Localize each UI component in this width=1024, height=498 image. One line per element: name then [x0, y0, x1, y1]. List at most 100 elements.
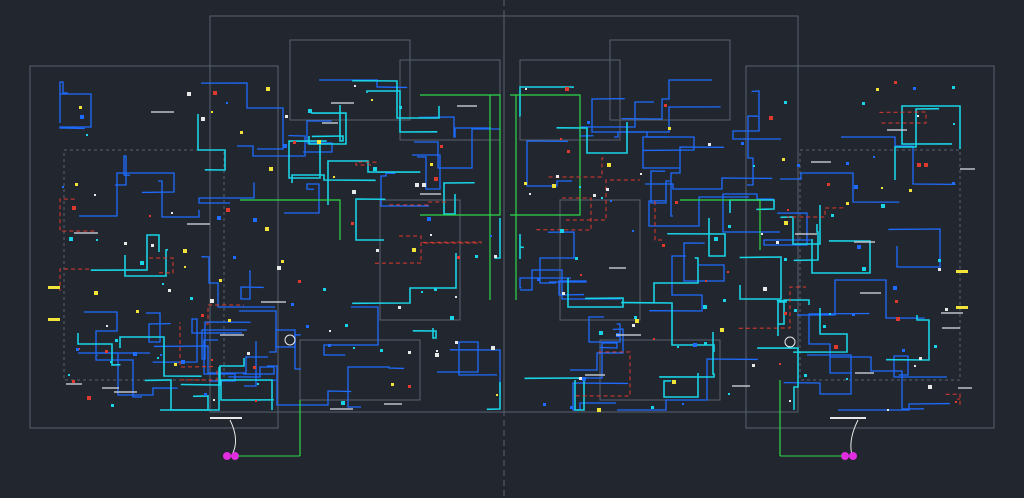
- pipe-segment: [59, 198, 95, 232]
- square-fixture-icon: [226, 102, 228, 104]
- square-fixture-icon: [247, 352, 250, 355]
- pipe-segment: [645, 177, 773, 190]
- pipe-segment: [288, 140, 327, 179]
- square-fixture-icon: [253, 218, 257, 222]
- annotation-mark: [102, 387, 119, 389]
- pipe-segment: [591, 98, 669, 138]
- pipe-segment: [201, 82, 284, 150]
- square-fixture-icon: [399, 106, 402, 109]
- pipe-segment: [146, 257, 174, 274]
- pipe-segment: [366, 90, 438, 133]
- annotation-mark: [187, 223, 210, 225]
- pipe-segment: [588, 316, 621, 343]
- pipe-segment: [621, 301, 715, 352]
- square-fixture-icon: [184, 266, 186, 268]
- pipe-segment: [153, 345, 268, 374]
- pipe-segment: [888, 228, 941, 268]
- square-fixture-icon: [720, 328, 724, 332]
- square-fixture-icon: [255, 400, 257, 402]
- square-fixture-icon: [160, 354, 162, 356]
- pipe-segment: [79, 172, 175, 217]
- pipe-segment: [556, 122, 628, 154]
- square-fixture-icon: [328, 344, 331, 347]
- square-fixture-icon: [87, 396, 91, 400]
- pipe-segment: [811, 239, 871, 274]
- square-fixture-icon: [525, 88, 527, 90]
- pipe-segment: [119, 336, 202, 377]
- square-fixture-icon: [265, 227, 269, 231]
- circle-terminal-icon: [849, 452, 857, 460]
- square-fixture-icon: [537, 278, 540, 281]
- pipe-segment: [179, 322, 214, 368]
- square-fixture-icon: [48, 286, 60, 289]
- pipe-segment: [486, 382, 501, 411]
- pipe-segment: [793, 224, 819, 262]
- pipe-segment: [663, 373, 699, 398]
- square-fixture-icon: [217, 216, 221, 220]
- square-fixture-icon: [601, 197, 603, 199]
- left-room-cluster: [63, 149, 225, 381]
- square-fixture-icon: [323, 288, 326, 291]
- square-fixture-icon: [560, 138, 562, 140]
- square-fixture-icon: [752, 364, 755, 367]
- square-fixture-icon: [823, 325, 826, 328]
- pipe-segment: [747, 115, 759, 186]
- square-fixture-icon: [723, 299, 726, 302]
- pipe-segment: [886, 315, 930, 361]
- pipe-segment: [808, 312, 870, 374]
- annotation-mark: [616, 334, 641, 336]
- annotation-mark: [331, 102, 354, 104]
- annotation-mark: [322, 122, 338, 124]
- square-fixture-icon: [846, 378, 848, 380]
- square-fixture-icon: [852, 313, 855, 316]
- square-fixture-icon: [475, 255, 478, 258]
- pipe-segment: [524, 377, 585, 411]
- square-fixture-icon: [909, 189, 912, 192]
- square-fixture-icon: [934, 345, 937, 348]
- pipe-segment: [90, 234, 160, 271]
- square-fixture-icon: [240, 131, 243, 134]
- annotation-mark: [609, 267, 626, 269]
- square-fixture-icon: [110, 361, 112, 363]
- pipe-segment: [683, 242, 725, 282]
- square-fixture-icon: [593, 194, 596, 197]
- square-fixture-icon: [705, 280, 707, 282]
- square-fixture-icon: [352, 190, 356, 194]
- pipe-segment: [536, 197, 592, 231]
- pipe-segment: [352, 79, 440, 119]
- square-fixture-icon: [862, 102, 865, 105]
- square-fixture-icon: [784, 312, 787, 315]
- square-fixture-icon: [607, 163, 611, 167]
- pipe-segment: [291, 174, 376, 183]
- square-fixture-icon: [565, 87, 569, 91]
- square-fixture-icon: [741, 142, 744, 145]
- square-fixture-icon: [543, 403, 546, 406]
- pipe-segment: [783, 354, 852, 395]
- square-fixture-icon: [111, 404, 114, 407]
- square-fixture-icon: [634, 316, 637, 319]
- pipe-segment: [776, 299, 787, 336]
- square-fixture-icon: [136, 310, 139, 313]
- square-fixture-icon: [75, 183, 78, 186]
- square-fixture-icon: [68, 374, 70, 376]
- square-fixture-icon: [72, 206, 76, 210]
- square-fixture-icon: [761, 233, 763, 235]
- square-fixture-icon: [804, 374, 807, 377]
- pipe-segment: [780, 172, 900, 203]
- square-fixture-icon: [703, 305, 707, 309]
- square-fixture-icon: [924, 163, 928, 167]
- square-fixture-icon: [524, 182, 527, 185]
- right-block-outline: [503, 15, 799, 413]
- right-stair-box: [599, 339, 721, 401]
- square-fixture-icon: [94, 194, 96, 196]
- square-fixture-icon: [151, 244, 154, 247]
- pipe-segment: [197, 114, 226, 171]
- pipe-segment: [519, 234, 524, 259]
- main-pipe: [680, 199, 761, 250]
- pipe-segment: [59, 93, 92, 130]
- pipe-segment: [617, 358, 758, 411]
- square-fixture-icon: [201, 314, 204, 317]
- pipe-segment: [311, 105, 344, 142]
- pipe-segment: [443, 181, 475, 215]
- square-fixture-icon: [293, 141, 296, 144]
